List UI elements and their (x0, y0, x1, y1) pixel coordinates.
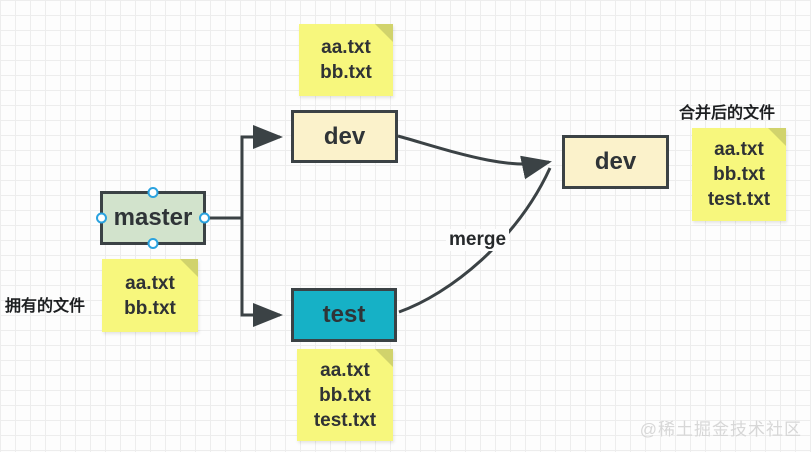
caption-merged-files[interactable]: 合并后的文件 (679, 105, 776, 122)
sticky-note-test-files[interactable]: aa.txt bb.txt test.txt (297, 349, 393, 441)
note-line: bb.txt (713, 164, 765, 185)
note-line: aa.txt (125, 272, 175, 294)
node-dev[interactable]: dev (291, 110, 398, 163)
folded-corner-icon (768, 128, 786, 146)
note-line: bb.txt (124, 297, 176, 319)
edge-label-merge[interactable]: merge (446, 229, 510, 251)
node-master-label: master (113, 204, 193, 231)
note-line: aa.txt (714, 139, 764, 160)
node-dev-label: dev (323, 122, 366, 150)
note-line: bb.txt (320, 62, 372, 83)
note-line: test.txt (707, 189, 771, 210)
note-line: aa.txt (321, 37, 371, 58)
selection-handle-top[interactable] (147, 187, 159, 198)
folded-corner-icon (180, 259, 198, 277)
edge-test-to-merged-dev[interactable] (398, 167, 552, 314)
note-line: aa.txt (320, 359, 370, 381)
edge-master-to-dev[interactable] (207, 125, 283, 220)
watermark: @稀土掘金技术社区 (639, 420, 802, 439)
note-line: test.txt (313, 409, 377, 431)
folded-corner-icon (375, 349, 393, 367)
sticky-note-dev-files[interactable]: aa.txt bb.txt (299, 24, 393, 96)
edge-dev-to-merged-dev[interactable] (397, 134, 552, 180)
node-test-label: test (322, 301, 366, 328)
node-master[interactable]: master (96, 187, 210, 249)
sticky-note-master-files[interactable]: aa.txt bb.txt (102, 259, 198, 332)
node-merged-dev[interactable]: dev (562, 135, 669, 189)
note-line: bb.txt (319, 384, 371, 406)
node-merged-dev-label: dev (594, 148, 637, 175)
edge-master-to-test[interactable] (240, 218, 283, 327)
selection-handle-right[interactable] (199, 212, 210, 224)
selection-handle-left[interactable] (96, 212, 107, 224)
node-test[interactable]: test (291, 288, 397, 342)
sticky-note-merged-files[interactable]: aa.txt bb.txt test.txt (692, 128, 786, 221)
caption-owned-files[interactable]: 拥有的文件 (5, 298, 86, 315)
folded-corner-icon (375, 24, 393, 42)
selection-handle-bottom[interactable] (147, 238, 159, 249)
